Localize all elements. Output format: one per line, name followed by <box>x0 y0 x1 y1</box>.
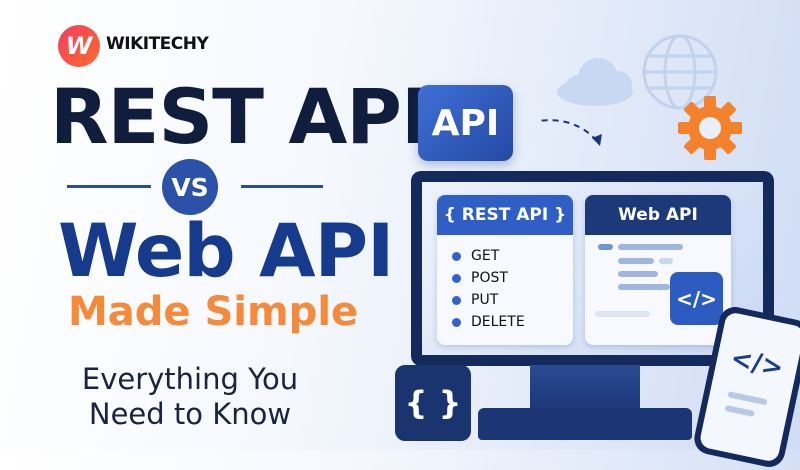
api-badge: API <box>418 85 513 161</box>
title-made-simple: Made Simple <box>68 289 359 335</box>
method-put: PUT <box>437 289 573 311</box>
brand-name: WIKITECHY <box>106 34 209 54</box>
divider-right <box>241 185 323 188</box>
bullet-icon <box>452 251 461 261</box>
monitor-base <box>478 408 692 440</box>
rest-api-card-title: { REST API } <box>437 195 573 235</box>
subtitle-line2: Need to Know <box>88 397 292 431</box>
vs-badge: VS <box>162 159 218 215</box>
code-icon: </> <box>670 272 723 325</box>
subtitle-line1: Everything You <box>81 362 299 396</box>
method-label: PUT <box>471 292 499 308</box>
method-label: POST <box>471 270 508 286</box>
divider-left <box>67 185 151 188</box>
method-label: GET <box>471 248 500 264</box>
title-rest-api: REST API <box>50 72 429 161</box>
method-post: POST <box>437 267 573 289</box>
gear-icon <box>678 96 742 160</box>
wikitechy-logo: W <box>58 25 100 67</box>
globe-icon <box>642 34 718 110</box>
phone-code-icon: </> <box>727 343 787 384</box>
method-get: GET <box>437 245 573 267</box>
method-label: DELETE <box>471 314 525 330</box>
cloud-globe-gear-icons <box>540 34 742 160</box>
bullet-icon <box>452 295 461 305</box>
monitor-neck <box>530 365 640 410</box>
web-api-card-title: Web API <box>585 195 731 235</box>
title-web-api: Web API <box>58 209 394 294</box>
bullet-icon <box>452 273 461 283</box>
braces-icon: { } <box>395 365 471 441</box>
cloud-icon <box>557 58 633 106</box>
dashed-arrow <box>540 119 599 143</box>
bullet-icon <box>452 317 461 327</box>
method-delete: DELETE <box>437 311 573 333</box>
rest-api-card: { REST API } GET POST PUT DELETE <box>437 195 573 345</box>
